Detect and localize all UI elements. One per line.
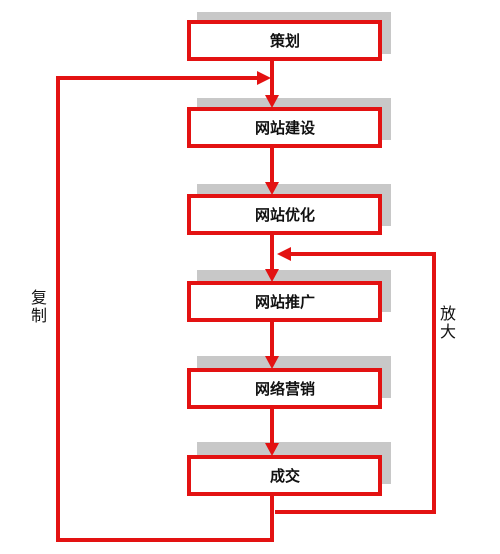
arrowhead-1	[265, 95, 279, 108]
step-label: 网站优化	[255, 206, 315, 224]
step-box	[187, 20, 382, 61]
step-website-optimize: 网站优化	[187, 194, 382, 235]
amplify-char-1: 放	[439, 304, 456, 323]
copy-loop-label: 复 制	[30, 289, 48, 325]
step-website-build: 网站建设	[187, 107, 382, 148]
copy-loop-arrowhead	[257, 71, 271, 85]
step-label: 网站推广	[255, 293, 315, 311]
step-network-marketing: 网络营销	[187, 368, 382, 409]
arrowhead-2	[265, 182, 279, 195]
amplify-char-2: 大	[439, 322, 456, 341]
arrowhead-5	[265, 443, 279, 456]
step-label: 策划	[269, 32, 300, 50]
step-box	[187, 107, 382, 148]
copy-char-1: 复	[30, 288, 47, 307]
step-label: 成交	[270, 467, 300, 485]
arrowhead-3	[265, 269, 279, 282]
step-box	[187, 368, 382, 409]
arrowhead-4	[265, 356, 279, 369]
amplify-loop-arrowhead	[277, 247, 291, 261]
copy-loop-line	[56, 76, 274, 542]
step-label: 网络营销	[255, 380, 315, 398]
step-label: 网站建设	[255, 119, 315, 137]
step-box	[187, 281, 382, 322]
copy-char-2: 制	[30, 306, 47, 325]
step-plan: 策划	[187, 20, 382, 61]
step-deal: 成交	[187, 455, 382, 496]
amplify-loop-label: 放 大	[439, 305, 457, 341]
amplify-loop-line	[275, 252, 436, 514]
step-box	[187, 455, 382, 496]
step-website-promote: 网站推广	[187, 281, 382, 322]
step-box	[187, 194, 382, 235]
